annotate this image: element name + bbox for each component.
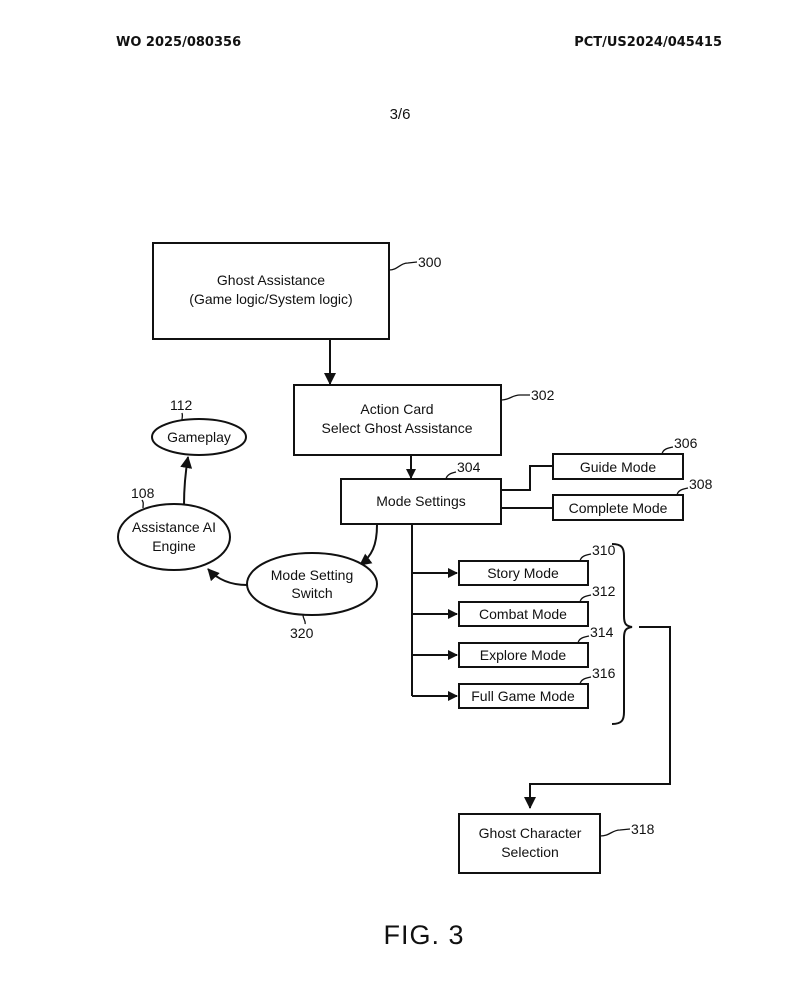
- story-mode-label: Story Mode: [487, 565, 559, 581]
- node-gameplay: Gameplay 112: [151, 397, 247, 456]
- figure-caption: FIG. 3: [383, 920, 465, 950]
- node-guide-mode: Guide Mode 306: [552, 435, 698, 480]
- arrow-108-to-112: [180, 456, 193, 506]
- node-story-mode: Story Mode 310: [458, 542, 616, 586]
- assistance-ai-engine-ellipse: [117, 503, 231, 571]
- leader-line-310: [579, 553, 592, 562]
- story-mode-box: [458, 560, 589, 586]
- explore-mode-label: Explore Mode: [480, 647, 567, 663]
- ref-312: 312: [592, 583, 616, 599]
- ref-304: 304: [457, 459, 481, 475]
- connector-304-to-306: [501, 465, 553, 491]
- leader-line-316: [579, 676, 592, 685]
- complete-mode-box: [552, 494, 684, 521]
- node-action-card: Action Card Select Ghost Assistance 302: [293, 384, 555, 456]
- leader-line-304: [445, 471, 457, 480]
- node-combat-mode: Combat Mode 312: [458, 583, 616, 627]
- gameplay-label: Gameplay: [167, 429, 231, 445]
- mode-group-brace: [611, 543, 633, 725]
- full-game-mode-label: Full Game Mode: [471, 688, 575, 704]
- ref-112: 112: [170, 397, 193, 413]
- arrow-modes-to-318: [524, 626, 671, 809]
- ref-308: 308: [689, 476, 713, 492]
- guide-mode-box: [552, 453, 684, 480]
- arrow-304-to-320: [359, 524, 378, 566]
- explore-mode-box: [458, 642, 589, 668]
- node-assistance-ai-engine: Assistance AI Engine 108: [117, 485, 231, 571]
- mode-settings-box: [340, 478, 502, 525]
- mode-setting-switch-line2: Switch: [291, 585, 332, 601]
- full-game-mode-box: [458, 683, 589, 709]
- ref-318: 318: [631, 821, 655, 837]
- gameplay-ellipse: [151, 418, 247, 456]
- combat-mode-label: Combat Mode: [479, 606, 567, 622]
- mode-setting-switch-ellipse: [246, 552, 378, 616]
- ghost-character-selection-box: [458, 813, 601, 874]
- ghost-assistance-box: [152, 242, 390, 340]
- node-ghost-assistance: Ghost Assistance (Game logic/System logi…: [152, 242, 442, 340]
- leader-line-308: [676, 487, 689, 496]
- action-card-line1: Action Card: [360, 401, 433, 417]
- ghost-character-selection-line1: Ghost Character: [479, 825, 582, 841]
- sheet-number: 3/6: [389, 106, 411, 123]
- node-mode-setting-switch: Mode Setting Switch 320: [246, 552, 378, 641]
- action-card-line2: Select Ghost Assistance: [322, 420, 473, 436]
- guide-mode-label: Guide Mode: [580, 459, 656, 475]
- complete-mode-label: Complete Mode: [569, 500, 668, 516]
- ghost-assistance-line2: (Game logic/System logic): [189, 291, 352, 307]
- ghost-character-selection-line2: Selection: [501, 844, 559, 860]
- ref-314: 314: [590, 624, 614, 640]
- ref-320: 320: [290, 625, 314, 641]
- leader-line-300: [388, 261, 418, 271]
- mode-setting-switch-line1: Mode Setting: [271, 567, 354, 583]
- action-card-box: [293, 384, 502, 456]
- ref-300: 300: [418, 254, 442, 270]
- assistance-ai-engine-line2: Engine: [152, 538, 196, 554]
- node-explore-mode: Explore Mode 314: [458, 624, 614, 668]
- application-number: PCT/US2024/045415: [574, 35, 722, 50]
- combat-mode-box: [458, 601, 589, 627]
- ref-302: 302: [531, 387, 555, 403]
- leader-line-108: [141, 499, 144, 509]
- leader-line-312: [579, 594, 592, 603]
- leader-line-314: [577, 635, 590, 644]
- node-full-game-mode: Full Game Mode 316: [458, 665, 616, 709]
- ref-310: 310: [592, 542, 616, 558]
- arrow-320-to-108: [207, 568, 248, 586]
- ref-306: 306: [674, 435, 698, 451]
- leader-line-320: [302, 614, 306, 625]
- node-complete-mode: Complete Mode 308: [552, 476, 713, 521]
- ref-108: 108: [131, 485, 155, 501]
- leader-line-302: [500, 394, 530, 401]
- mode-settings-label: Mode Settings: [376, 493, 466, 509]
- publication-number: WO 2025/080356: [116, 35, 242, 50]
- ref-316: 316: [592, 665, 616, 681]
- leader-line-318: [599, 828, 631, 837]
- node-ghost-character-selection: Ghost Character Selection 318: [458, 813, 655, 874]
- ghost-assistance-line1: Ghost Assistance: [217, 272, 325, 288]
- assistance-ai-engine-line1: Assistance AI: [132, 519, 216, 535]
- node-mode-settings: Mode Settings 304: [340, 459, 502, 525]
- leader-line-306: [661, 446, 674, 455]
